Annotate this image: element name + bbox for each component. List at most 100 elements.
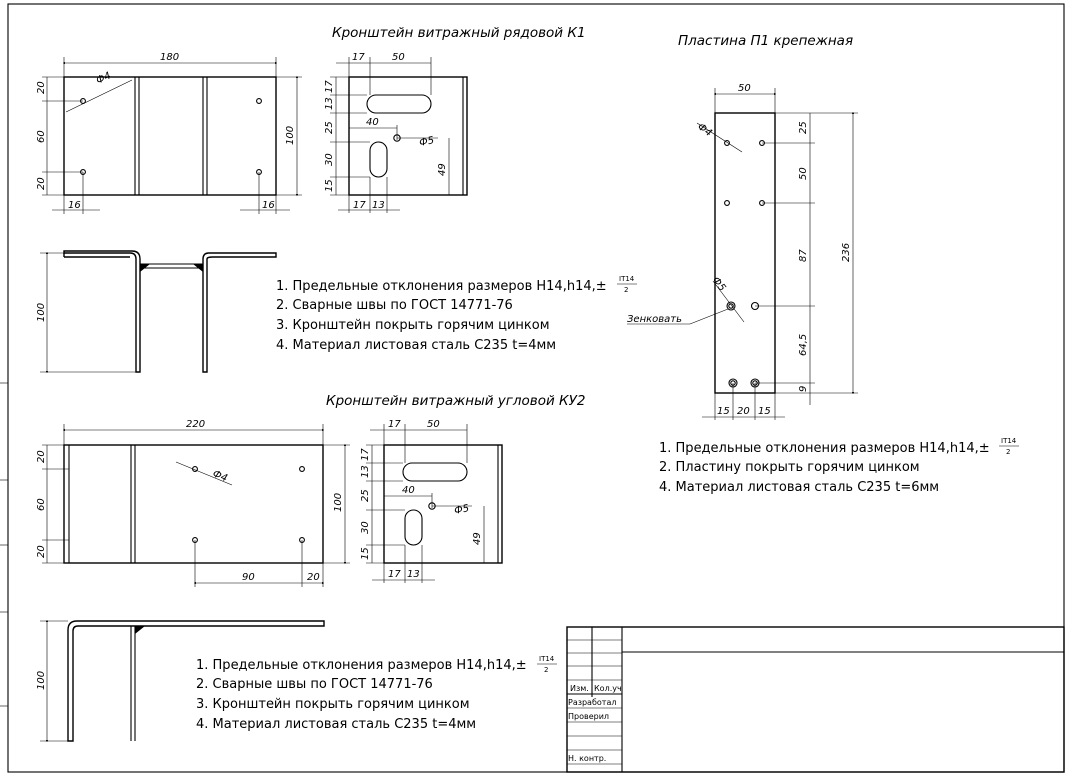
p1-note-2: 2. Пластину покрыть горячим цинком bbox=[659, 460, 920, 475]
p1-dim-25: 25 bbox=[798, 121, 809, 134]
ku2-plan-100: 100 bbox=[36, 671, 47, 690]
k1-plan-view: 100 bbox=[36, 250, 277, 374]
p1-dim-20: 20 bbox=[737, 406, 750, 417]
ku2-dim-15: 15 bbox=[360, 547, 371, 560]
ku2-dim-17: 17 bbox=[388, 419, 401, 430]
p1-dim-87: 87 bbox=[798, 249, 809, 262]
p1-view: 50 25 50 87 64,5 9 236 15 20 15 Ф4 Ф5 Зе… bbox=[627, 83, 858, 420]
ku2-dim-13a: 13 bbox=[360, 465, 371, 478]
p1-dim-50: 50 bbox=[798, 167, 809, 180]
ku2-hole5: Ф5 bbox=[453, 503, 470, 517]
ku2-dim-220: 220 bbox=[186, 419, 205, 430]
slot-horizontal bbox=[366, 94, 432, 114]
dim-13a: 13 bbox=[324, 97, 335, 110]
p1-hole5: Ф5 bbox=[710, 275, 728, 294]
ku2-dim-25: 25 bbox=[360, 489, 371, 502]
dim-180: 180 bbox=[160, 52, 179, 63]
hole-mark bbox=[256, 98, 262, 104]
ku2-side-outline bbox=[383, 444, 503, 564]
title-ku2: Кронштейн витражный угловой КУ2 bbox=[326, 393, 585, 409]
dim-60: 60 bbox=[36, 130, 47, 143]
ku2-dim-20b: 20 bbox=[36, 545, 47, 558]
p1-dim-645: 64,5 bbox=[798, 334, 809, 356]
fraction-num: IT14 bbox=[619, 275, 635, 283]
tb-proveril: Проверил bbox=[568, 712, 609, 721]
ku2-dim-90: 90 bbox=[242, 572, 255, 583]
p1-dim-236: 236 bbox=[841, 243, 852, 262]
k1-notes: 1. Предельные отклонения размеров H14,h1… bbox=[276, 275, 637, 353]
tb-kol: Кол.уч bbox=[594, 684, 622, 693]
fraction-den: 2 bbox=[1006, 448, 1010, 456]
tb-razrabotal: Разработал bbox=[568, 698, 616, 707]
dim-49: 49 bbox=[437, 163, 448, 176]
dim-17b: 17 bbox=[324, 80, 335, 93]
fraction-den: 2 bbox=[544, 666, 548, 674]
dim-15: 15 bbox=[324, 179, 335, 192]
fraction-den: 2 bbox=[624, 286, 628, 294]
k1-note-4: 4. Материал листовая сталь С235 t=4мм bbox=[276, 338, 556, 353]
dim-40: 40 bbox=[366, 117, 379, 128]
fraction-num: IT14 bbox=[539, 655, 555, 663]
ku2-front-view: 220 20 60 20 100 Ф4 90 20 bbox=[36, 419, 350, 587]
p1-dim-50w: 50 bbox=[738, 83, 751, 94]
tb-izm: Изм. bbox=[570, 684, 589, 693]
tb-nkontr: Н. контр. bbox=[568, 754, 606, 763]
ku2-dim-17b: 17 bbox=[360, 448, 371, 461]
dim-hole4: Ф4 bbox=[95, 70, 113, 86]
ku2-dim-40: 40 bbox=[402, 485, 415, 496]
ku2-dim-13b: 13 bbox=[407, 569, 420, 580]
dim-25: 25 bbox=[324, 121, 335, 134]
dim-20a: 20 bbox=[36, 81, 47, 94]
p1-dim-15b: 15 bbox=[758, 406, 771, 417]
k1-note-3: 3. Кронштейн покрыть горячим цинком bbox=[276, 318, 550, 333]
ku2-hole4: Ф4 bbox=[211, 469, 229, 485]
dim-50: 50 bbox=[392, 52, 405, 63]
sheet-frame bbox=[7, 3, 1065, 773]
ku2-plan-view: 100 bbox=[36, 619, 325, 743]
p1-countersink: Зенковать bbox=[627, 314, 682, 325]
ku2-note-3: 3. Кронштейн покрыть горячим цинком bbox=[196, 697, 470, 712]
k1-front-view: 180 20 60 20 100 Ф4 16 16 bbox=[36, 52, 302, 214]
k1-note-1: 1. Предельные отклонения размеров H14,h1… bbox=[276, 279, 607, 294]
ku2-note-1: 1. Предельные отклонения размеров H14,h1… bbox=[196, 658, 527, 673]
ku2-dim-20a: 20 bbox=[36, 450, 47, 463]
title-k1: Кронштейн витражный рядовой К1 bbox=[332, 25, 586, 41]
p1-notes: 1. Предельные отклонения размеров H14,h1… bbox=[659, 437, 1019, 495]
dim-16a: 16 bbox=[68, 200, 81, 211]
dim-hole5: Ф5 bbox=[418, 135, 435, 149]
p1-note-1: 1. Предельные отклонения размеров H14,h1… bbox=[659, 441, 990, 456]
ku2-dim-100: 100 bbox=[333, 493, 344, 512]
dim-30: 30 bbox=[324, 153, 335, 166]
ku2-side-view: 17 50 17 13 25 30 15 40 Ф5 49 17 13 bbox=[360, 419, 503, 583]
ku2-dim-30: 30 bbox=[360, 521, 371, 534]
p1-dim-9: 9 bbox=[798, 386, 809, 392]
ku2-dim-60: 60 bbox=[36, 498, 47, 511]
title-block: Изм. Кол.уч Разработал Проверил Н. контр… bbox=[566, 626, 1065, 773]
dim-17: 17 bbox=[352, 52, 365, 63]
dim-13b: 13 bbox=[372, 200, 385, 211]
ku2-note-2: 2. Сварные швы по ГОСТ 14771-76 bbox=[196, 677, 433, 692]
p1-hole4: Ф4 bbox=[695, 121, 714, 139]
p1-outline bbox=[714, 112, 776, 394]
ku2-dim-20c: 20 bbox=[307, 572, 320, 583]
k1-side-view: 17 50 17 13 25 30 15 40 Ф5 49 17 13 bbox=[324, 52, 468, 213]
k1-note-2: 2. Сварные швы по ГОСТ 14771-76 bbox=[276, 298, 513, 313]
dim-k1-100: 100 bbox=[36, 303, 47, 322]
p1-note-3: 4. Материал листовая сталь С235 t=6мм bbox=[659, 480, 939, 495]
fraction-num: IT14 bbox=[1001, 437, 1017, 445]
dim-16b: 16 bbox=[262, 200, 275, 211]
dim-17c: 17 bbox=[353, 200, 366, 211]
ku2-dim-49: 49 bbox=[472, 532, 483, 545]
ku2-notes: 1. Предельные отклонения размеров H14,h1… bbox=[196, 655, 557, 732]
ku2-dim-17c: 17 bbox=[388, 569, 401, 580]
slot-vertical bbox=[369, 141, 388, 178]
dim-20b: 20 bbox=[36, 177, 47, 190]
title-p1: Пластина П1 крепежная bbox=[678, 33, 853, 49]
ku2-dim-50: 50 bbox=[427, 419, 440, 430]
dim-100: 100 bbox=[285, 126, 296, 145]
ku2-note-4: 4. Материал листовая сталь С235 t=4мм bbox=[196, 717, 476, 732]
ku2-front-outline bbox=[63, 444, 324, 564]
k1-side-outline bbox=[348, 76, 468, 196]
k1-front-outline bbox=[63, 76, 277, 196]
